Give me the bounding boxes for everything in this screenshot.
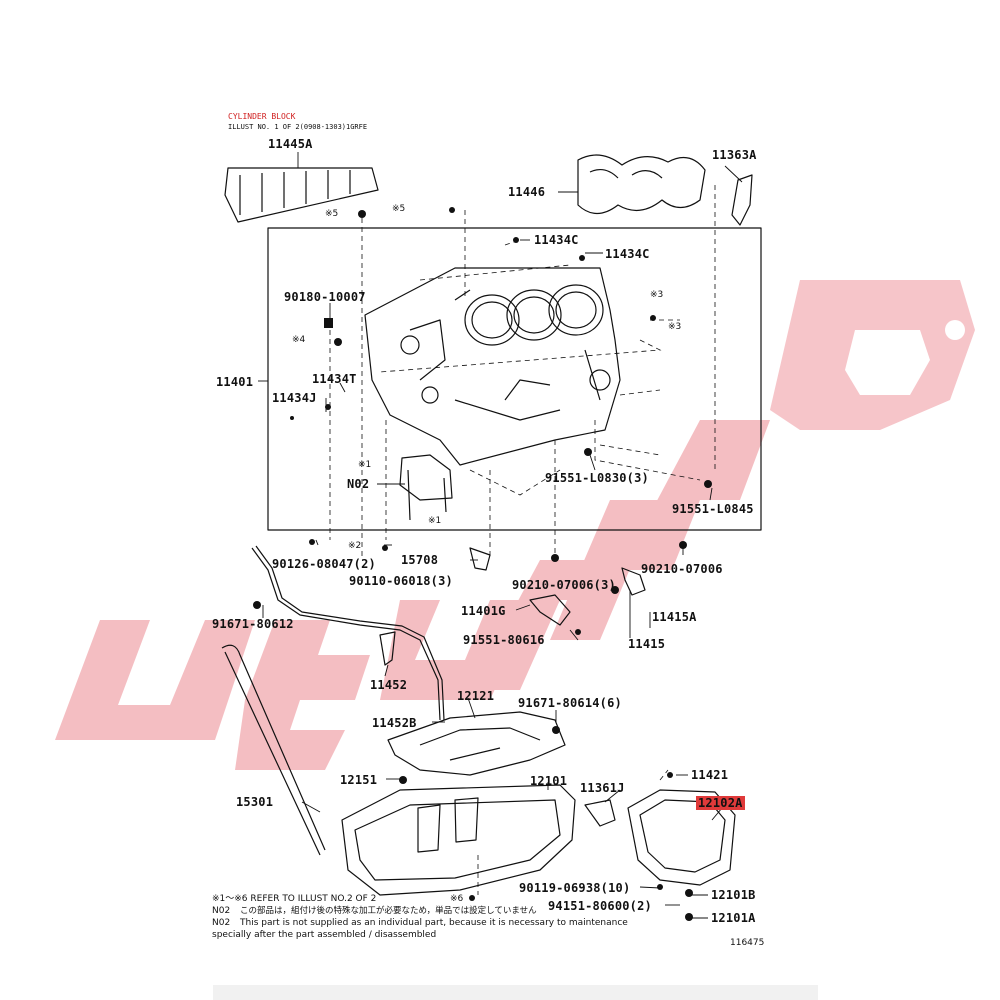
part-label[interactable]: 11446 [508, 185, 546, 199]
part-12101-shape [341, 784, 576, 896]
callout-ref: ※1 [358, 460, 372, 470]
part-label[interactable]: 11434C [605, 247, 650, 261]
gauge-guide-tube [251, 547, 441, 721]
callout-ref: ※6 [450, 894, 464, 904]
part-label[interactable]: 91671-80614(6) [518, 696, 622, 710]
bottom-band [213, 985, 818, 1000]
callout-ref: ※5 [325, 209, 339, 219]
part-label[interactable]: 90110-06018(3) [349, 574, 453, 588]
dipstick-15301 [221, 644, 326, 851]
illustration-number: 116475 [730, 938, 765, 948]
callout-ref: ※4 [292, 335, 306, 345]
callout-ref: ※3 [668, 322, 682, 332]
part-label[interactable]: 11434T [312, 372, 357, 386]
callout-ref: ※2 [348, 541, 362, 551]
part-label[interactable]: 11415 [628, 637, 666, 651]
footnote-english: This part is not supplied as an individu… [240, 918, 628, 928]
diagram-subtitle: ILLUST NO. 1 OF 2(0908-1303)1GRFE [228, 123, 368, 131]
footnote-japanese: この部品は，組付け後の特殊な加工が必要なため，単品では設定していません [240, 906, 537, 916]
part-label[interactable]: 90210-07006(3) [512, 578, 616, 592]
part-label[interactable]: 11434C [534, 233, 579, 247]
part-label[interactable]: 12121 [457, 689, 495, 703]
part-label[interactable]: 91551-80616 [463, 633, 545, 647]
part-label[interactable]: 11452B [372, 716, 417, 730]
highlighted-part-label[interactable]: 12102A [696, 796, 745, 810]
part-label[interactable]: 11361J [580, 781, 625, 795]
part-11445A-shape [224, 167, 379, 223]
part-label[interactable]: 90180-10007 [284, 290, 366, 304]
diagram-title: CYLINDER BLOCK [228, 112, 296, 121]
part-label[interactable]: 12101B [711, 888, 756, 902]
part-label[interactable]: 11415A [652, 610, 697, 624]
assembly-box [267, 227, 762, 531]
part-12102A-shape [627, 789, 736, 886]
watermark-logo [55, 280, 975, 770]
footnote-english-cont: specially after the part assembled / dis… [212, 930, 437, 940]
callout-ref: ※3 [650, 290, 664, 300]
part-label[interactable]: 15301 [236, 795, 274, 809]
part-label[interactable]: 90119-06938(10) [519, 881, 631, 895]
footnote-refer: ※1～※6 REFER TO ILLUST NO.2 OF 2 [212, 894, 377, 904]
part-label[interactable]: 11445A [268, 137, 313, 151]
part-label[interactable]: 12101A [711, 911, 756, 925]
footnote-code: N02 [212, 906, 231, 916]
callout-ref: ※1 [428, 516, 442, 526]
part-label[interactable]: 91551-L0845 [672, 502, 754, 516]
part-label[interactable]: 94151-80600(2) [548, 899, 652, 913]
part-label[interactable]: 91551-L0830(3) [545, 471, 649, 485]
part-label[interactable]: 11421 [691, 768, 729, 782]
part-12102A-highlight[interactable]: 12102A [696, 796, 745, 810]
part-label[interactable]: 11401G [461, 604, 506, 618]
part-label[interactable]: 11401 [216, 375, 254, 389]
part-label[interactable]: 11434J [272, 391, 317, 405]
part-label[interactable]: 90210-07006 [641, 562, 723, 576]
part-label[interactable]: 91671-80612 [212, 617, 294, 631]
part-11446-shape [577, 154, 706, 215]
callout-ref: ※5 [392, 204, 406, 214]
part-label[interactable]: 15708 [401, 553, 439, 567]
footnote-code: N02 [212, 918, 231, 928]
part-label[interactable]: 11452 [370, 678, 408, 692]
part-label[interactable]: 90126-08047(2) [272, 557, 376, 571]
part-12121-shape [387, 711, 566, 776]
part-label[interactable]: 11363A [712, 148, 757, 162]
part-label[interactable]: 12101 [530, 774, 568, 788]
part-label[interactable]: 12151 [340, 773, 378, 787]
cylinder-block-shape [364, 267, 621, 466]
part-label[interactable]: N02 [347, 477, 370, 491]
